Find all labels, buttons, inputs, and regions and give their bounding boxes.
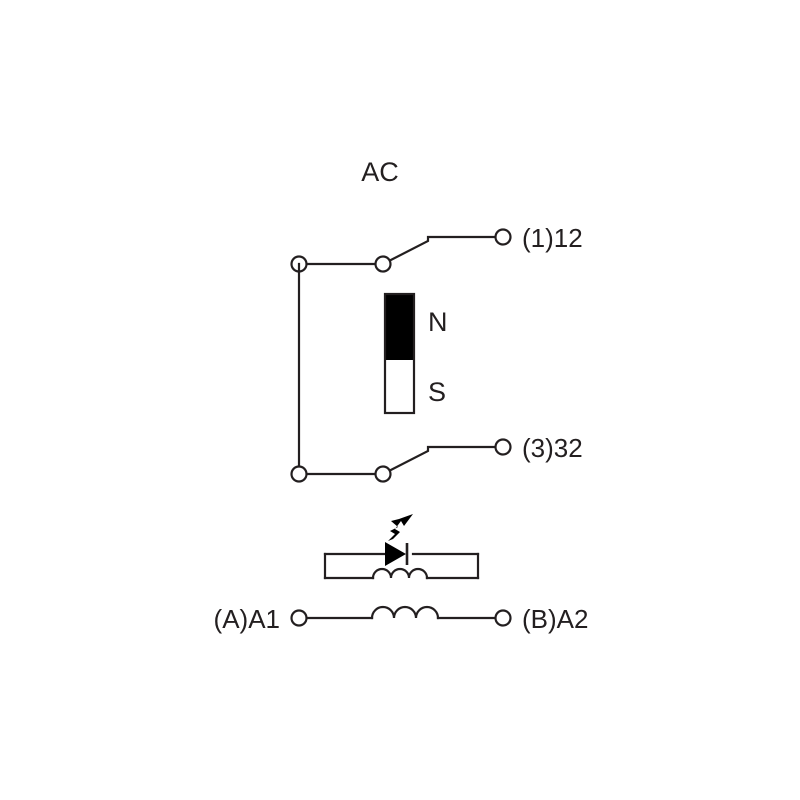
lower-pivot-terminal xyxy=(374,465,392,483)
lower-switch-blade xyxy=(381,445,505,476)
magnet-north-pole xyxy=(385,294,414,360)
label-magnet-south: S xyxy=(428,377,446,407)
magnet-south-pole xyxy=(385,360,414,413)
coil-right-terminal xyxy=(494,609,512,627)
coil-icon xyxy=(370,605,440,620)
magnet-outline xyxy=(383,292,416,415)
relay-coil-group: (A)A1 (B)A2 xyxy=(214,604,589,634)
upper-right-terminal xyxy=(494,228,512,246)
label-contact-top-right: (1)12 xyxy=(522,223,583,253)
led-indicator-branch xyxy=(323,514,480,580)
led-diode-icon xyxy=(385,542,406,566)
lower-contact-group: (3)32 xyxy=(290,433,583,483)
led-loop-coil-icon xyxy=(371,567,429,580)
diagram-title: AC xyxy=(361,157,399,187)
magnet-bar-icon: N S xyxy=(383,292,448,415)
label-contact-bottom-right: (3)32 xyxy=(522,433,583,463)
led-emission-ray-icon xyxy=(388,514,413,541)
upper-switch-blade xyxy=(381,235,505,266)
upper-pivot-terminal xyxy=(374,255,392,273)
lower-left-terminal xyxy=(290,465,308,483)
label-coil-left: (A)A1 xyxy=(214,604,280,634)
coil-left-terminal xyxy=(290,609,308,627)
upper-contact-group: (1)12 xyxy=(290,223,583,273)
label-coil-right: (B)A2 xyxy=(522,604,588,634)
label-magnet-north: N xyxy=(428,307,448,337)
lower-right-terminal xyxy=(494,438,512,456)
